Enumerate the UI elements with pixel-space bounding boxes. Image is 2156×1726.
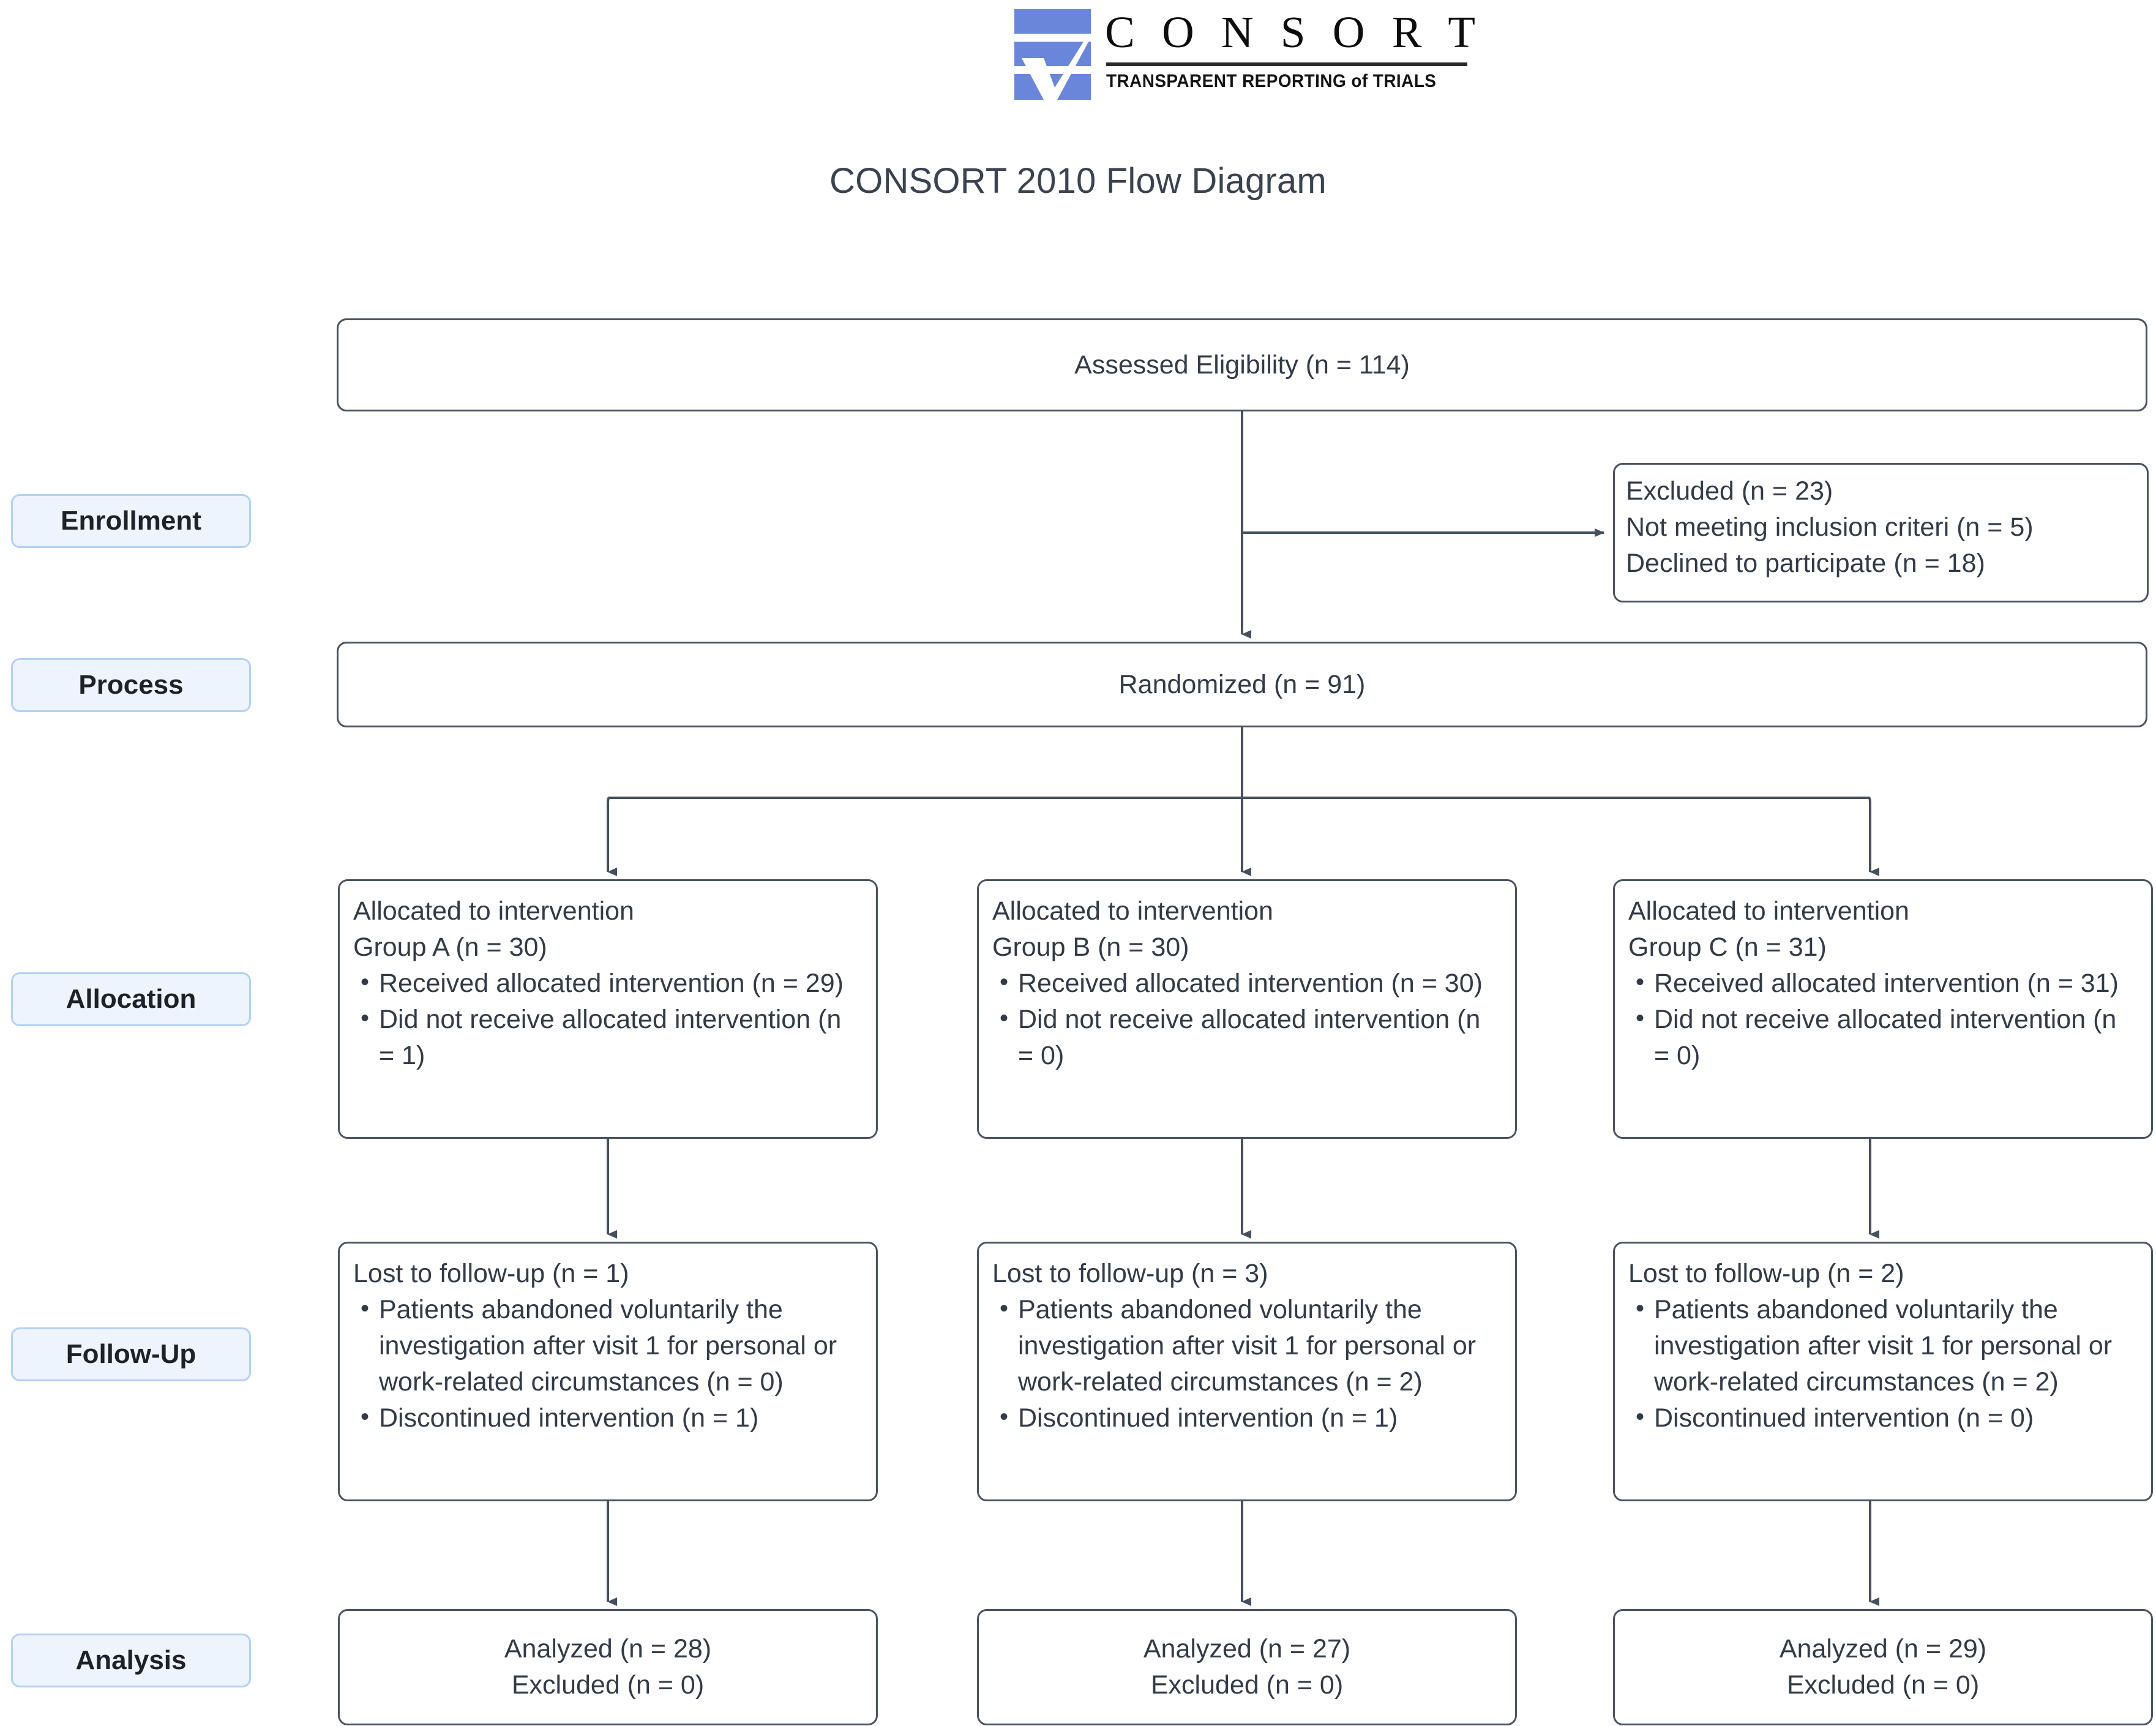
box-excluded-total: Excluded (n = 23): [1626, 476, 1833, 506]
stage-label-enrollment[interactable]: Enrollment: [11, 494, 251, 548]
followup-bullet-discontinued: Discontinued intervention (n = 1): [992, 1400, 1503, 1436]
box-randomized[interactable]: Randomized (n = 91): [337, 642, 2147, 727]
box-allocation-group-c[interactable]: Allocated to intervention Group C (n = 3…: [1613, 879, 2153, 1139]
allocation-header-line2: Group A (n = 30): [353, 932, 547, 962]
allocation-bullet-list: Received allocated intervention (n = 29)…: [353, 966, 864, 1074]
followup-header: Lost to follow-up (n = 1): [353, 1259, 629, 1288]
box-randomized-text: Randomized (n = 91): [1118, 669, 1366, 699]
analysis-excluded: Excluded (n = 0): [1786, 1670, 1980, 1700]
stage-label-analysis[interactable]: Analysis: [11, 1634, 251, 1687]
stage-label-text: Enrollment: [61, 506, 201, 536]
page-title: CONSORT 2010 Flow Diagram: [829, 161, 1327, 201]
allocation-header-line2: Group B (n = 30): [992, 932, 1189, 962]
analysis-excluded: Excluded (n = 0): [511, 1670, 705, 1700]
stage-label-allocation[interactable]: Allocation: [11, 972, 251, 1026]
stage-label-text: Process: [78, 670, 184, 700]
allocation-header-line2: Group C (n = 31): [1628, 932, 1827, 962]
stage-label-text: Allocation: [66, 984, 197, 1014]
consort-tagline: TRANSPARENT REPORTING of TRIALS: [1106, 71, 1437, 91]
box-followup-group-a[interactable]: Lost to follow-up (n = 1) Patients aband…: [338, 1242, 878, 1501]
logo-divider: [1106, 62, 1467, 66]
followup-bullet-abandoned: Patients abandoned voluntarily the inves…: [1628, 1292, 2139, 1400]
checkmark-icon: [1022, 35, 1090, 100]
analysis-analyzed: Analyzed (n = 29): [1779, 1634, 1987, 1664]
analysis-analyzed: Analyzed (n = 27): [1143, 1634, 1351, 1664]
logo-bar-top: [1014, 9, 1091, 34]
box-assessed-eligibility-text: Assessed Eligibility (n = 114): [1074, 350, 1410, 380]
allocation-bullet-received: Received allocated intervention (n = 30): [992, 966, 1503, 1002]
analysis-analyzed: Analyzed (n = 28): [504, 1634, 712, 1664]
box-analysis-group-b[interactable]: Analyzed (n = 27) Excluded (n = 0): [977, 1609, 1517, 1725]
connector-split-to-alloc-a: [607, 797, 617, 876]
followup-bullet-discontinued: Discontinued intervention (n = 1): [353, 1400, 864, 1436]
analysis-excluded: Excluded (n = 0): [1150, 1670, 1344, 1700]
box-analysis-group-c[interactable]: Analyzed (n = 29) Excluded (n = 0): [1613, 1609, 2153, 1725]
followup-bullet-list: Patients abandoned voluntarily the inves…: [353, 1292, 864, 1436]
stage-label-text: Analysis: [75, 1645, 187, 1675]
box-assessed-eligibility[interactable]: Assessed Eligibility (n = 114): [337, 318, 2147, 411]
followup-header: Lost to follow-up (n = 3): [992, 1259, 1268, 1288]
allocation-bullet-not-received: Did not receive allocated intervention (…: [353, 1002, 864, 1074]
followup-bullet-list: Patients abandoned voluntarily the inves…: [1628, 1292, 2139, 1436]
allocation-bullet-received: Received allocated intervention (n = 31): [1628, 966, 2139, 1002]
allocation-bullet-not-received: Did not receive allocated intervention (…: [1628, 1002, 2139, 1074]
followup-bullet-abandoned: Patients abandoned voluntarily the inves…: [992, 1292, 1503, 1400]
followup-bullet-abandoned: Patients abandoned voluntarily the inves…: [353, 1292, 864, 1400]
box-analysis-group-a[interactable]: Analyzed (n = 28) Excluded (n = 0): [338, 1609, 878, 1725]
stage-label-follow-up[interactable]: Follow-Up: [11, 1327, 251, 1381]
consort-wordmark-text: C O N S O R T: [1105, 7, 1483, 57]
box-excluded-reason-declined: Declined to participate (n = 18): [1626, 548, 1985, 578]
followup-header: Lost to follow-up (n = 2): [1628, 1259, 1904, 1288]
consort-logo: C O N S O R T TRANSPARENT REPORTING of T…: [1014, 6, 1480, 104]
consort-logo-mark: [1014, 9, 1091, 100]
connector-split-to-alloc-c: [1868, 797, 1879, 876]
allocation-header-line1: Allocated to intervention: [1628, 896, 1909, 926]
box-excluded[interactable]: Excluded (n = 23) Not meeting inclusion …: [1613, 463, 2149, 602]
allocation-bullet-list: Received allocated intervention (n = 30)…: [992, 966, 1503, 1074]
consort-wordmark: C O N S O R T TRANSPARENT REPORTING of T…: [1105, 6, 1480, 103]
allocation-header-line1: Allocated to intervention: [353, 896, 634, 926]
followup-bullet-list: Patients abandoned voluntarily the inves…: [992, 1292, 1503, 1436]
box-followup-group-c[interactable]: Lost to follow-up (n = 2) Patients aband…: [1613, 1242, 2153, 1501]
stage-label-text: Follow-Up: [66, 1339, 197, 1369]
box-allocation-group-a[interactable]: Allocated to intervention Group A (n = 3…: [338, 879, 878, 1139]
stage-label-process[interactable]: Process: [11, 658, 251, 712]
allocation-bullet-received: Received allocated intervention (n = 29): [353, 966, 864, 1002]
allocation-header-line1: Allocated to intervention: [992, 896, 1273, 926]
followup-bullet-discontinued: Discontinued intervention (n = 0): [1628, 1400, 2139, 1436]
box-excluded-reason-inclusion: Not meeting inclusion criteri (n = 5): [1626, 512, 2034, 542]
allocation-bullet-list: Received allocated intervention (n = 31)…: [1628, 966, 2139, 1074]
box-followup-group-b[interactable]: Lost to follow-up (n = 3) Patients aband…: [977, 1242, 1517, 1501]
box-allocation-group-b[interactable]: Allocated to intervention Group B (n = 3…: [977, 879, 1517, 1139]
allocation-bullet-not-received: Did not receive allocated intervention (…: [992, 1002, 1503, 1074]
